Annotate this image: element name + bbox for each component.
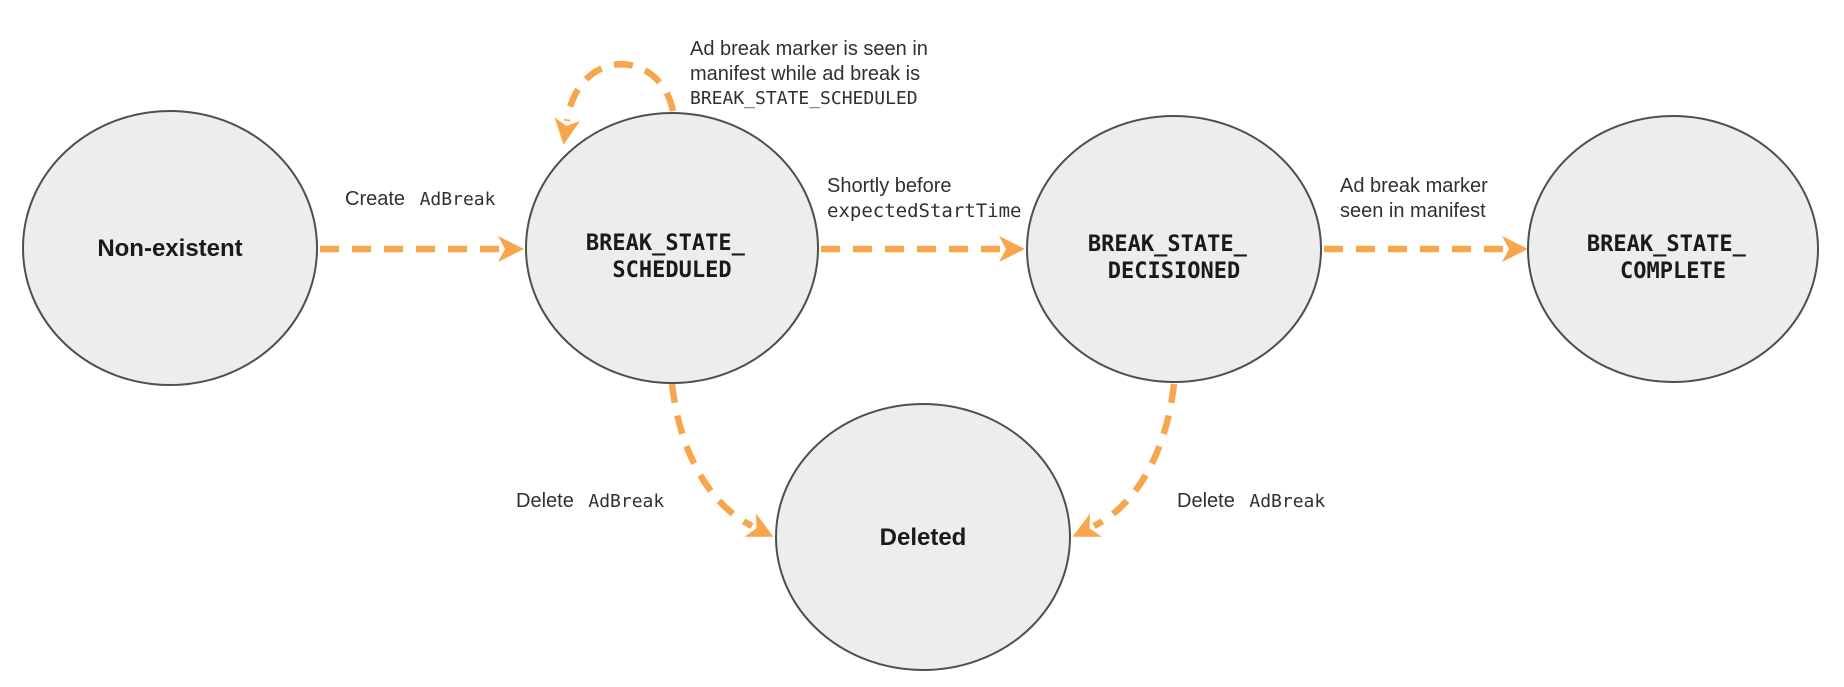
state-break-state-scheduled — [525, 112, 819, 384]
transition-delete-from-decisioned-label: Delete AdBreak — [1177, 490, 1325, 512]
transition-self-loop-arrow — [554, 61, 677, 145]
transition-delete-from-decisioned-arrow — [1072, 383, 1178, 537]
state-break-state-complete — [1527, 115, 1819, 383]
transition-complete-label: Ad break marker seen in manifest — [1340, 175, 1493, 222]
state-non-existent-label: Non-existent — [97, 235, 242, 262]
transition-create-adbreak-label: Create AdBreak — [345, 188, 496, 210]
state-break-state-decisioned-label: BREAK_STATE_ DECISIONED — [1088, 232, 1260, 284]
state-non-existent — [22, 110, 318, 386]
transition-delete-from-scheduled-arrow — [668, 383, 774, 537]
transition-self-loop-label: Ad break marker is seen in manifest whil… — [690, 38, 933, 109]
transition-delete-from-scheduled-label: Delete AdBreak — [516, 490, 664, 512]
state-deleted — [775, 403, 1071, 671]
state-break-state-complete-label: BREAK_STATE_ COMPLETE — [1587, 232, 1759, 284]
state-break-state-decisioned — [1026, 115, 1322, 383]
transition-decision-label: Shortly before expectedStartTime — [827, 175, 1021, 222]
state-deleted-label: Deleted — [880, 524, 967, 551]
state-break-state-scheduled-label: BREAK_STATE_ SCHEDULED — [586, 231, 758, 283]
